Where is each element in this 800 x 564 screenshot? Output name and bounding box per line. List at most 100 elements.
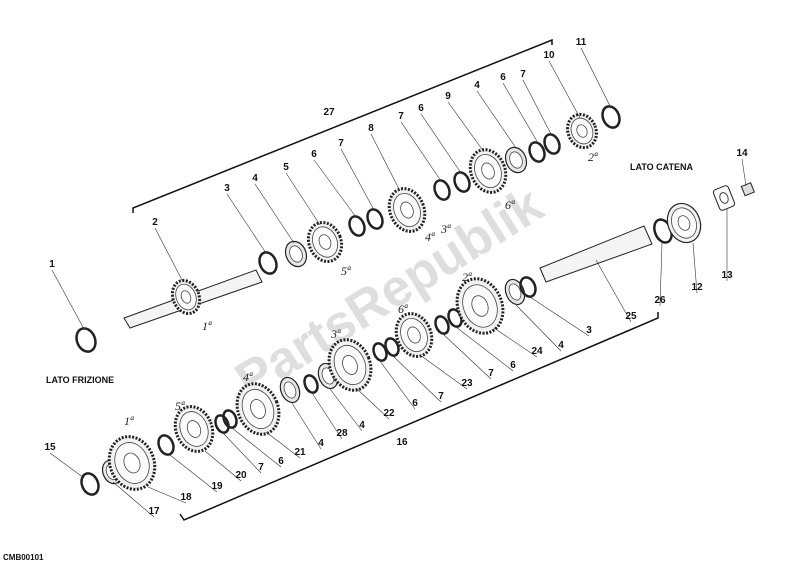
leader-line: [442, 333, 492, 380]
leader-line: [112, 481, 155, 518]
callout-number: 7: [520, 69, 526, 80]
callout-number: 5: [283, 162, 289, 173]
leader-line: [659, 242, 663, 307]
callout-number: 7: [258, 462, 264, 473]
gear-ratio-mark: 5ª: [175, 399, 185, 413]
leader-line: [741, 158, 747, 187]
gear-ratio-mark: 6ª: [505, 198, 515, 212]
gear-ratio-mark: 2ª: [588, 150, 598, 164]
bracket-line-27: [132, 38, 553, 213]
callout-number: 21: [294, 447, 306, 458]
callout-number: 4: [474, 80, 480, 91]
callout-number: 26: [654, 295, 666, 306]
gear-ratio-mark: 1ª: [202, 319, 212, 333]
ring-part: [157, 434, 175, 456]
ring-part: [453, 171, 471, 193]
leader-line: [311, 392, 343, 440]
ring-part: [214, 414, 230, 434]
callout-number: 12: [691, 282, 703, 293]
bearing-part: [284, 240, 308, 268]
gear-part: [306, 221, 344, 263]
ring-part: [384, 337, 400, 357]
callout-number: 7: [398, 111, 404, 122]
leader-line: [476, 90, 517, 149]
gear-part: [566, 112, 598, 150]
bearing-part: [279, 376, 301, 404]
gear-part: [170, 279, 202, 315]
callout-number: 7: [438, 391, 444, 402]
callout-number: 17: [148, 506, 160, 517]
ring-part: [366, 208, 384, 230]
leader-line: [154, 227, 184, 283]
leader-line: [515, 304, 562, 352]
callout-number: 7: [488, 368, 494, 379]
ring-part: [75, 327, 97, 353]
callout-number: 4: [318, 438, 324, 449]
leader-line: [329, 388, 363, 432]
leader-line: [226, 193, 267, 254]
leader-line: [265, 431, 301, 459]
ring-part: [303, 374, 319, 394]
leader-line: [529, 296, 590, 337]
callout-number: 6: [500, 72, 506, 83]
leader-line: [595, 259, 632, 323]
leader-line: [204, 450, 242, 482]
leader-line: [147, 486, 187, 504]
ring-part: [434, 315, 450, 335]
leader-line: [522, 79, 553, 137]
callout-number: 6: [510, 360, 516, 371]
gear-ratio-mark: 4ª: [243, 370, 253, 384]
gear-part: [235, 382, 281, 436]
callout-number: 27: [323, 107, 335, 118]
callout-number: 16: [396, 437, 408, 448]
callout-number: 1: [49, 259, 55, 270]
callout-number: 11: [576, 37, 587, 48]
callout-number: 18: [180, 492, 192, 503]
bearing-part: [504, 278, 526, 306]
bearing-part: [504, 146, 528, 174]
callout-number: 19: [211, 481, 223, 492]
callout-number: 24: [531, 346, 543, 357]
leader-line: [400, 121, 442, 182]
callout-number: 6: [418, 103, 424, 114]
callout-number: 14: [736, 148, 748, 159]
leader-line: [355, 387, 390, 420]
gear-ratio-mark: 2ª: [462, 270, 472, 284]
leader-line: [291, 402, 322, 450]
leader-line: [49, 452, 85, 479]
secondary-shaft: [539, 225, 653, 283]
leader-line: [231, 427, 282, 468]
callout-number: 4: [359, 420, 365, 431]
callout-number: 22: [383, 408, 395, 419]
plate-part: [712, 185, 736, 211]
leader-line: [169, 454, 218, 493]
leader-line: [379, 360, 416, 410]
gear-part: [394, 312, 434, 358]
callout-number: 6: [412, 398, 418, 409]
bolt-part: [740, 182, 756, 197]
callout-number: 6: [278, 456, 284, 467]
leader-line: [254, 183, 295, 244]
lato-frizione-label: LATO FRIZIONE: [46, 375, 114, 385]
leader-line: [370, 133, 401, 192]
lato-catena-label: LATO CATENA: [630, 162, 693, 172]
leader-line: [221, 431, 262, 474]
gear-ratio-mark: 3ª: [440, 222, 451, 236]
callout-number: 15: [44, 442, 56, 453]
leader-line: [502, 82, 539, 144]
gear-part: [107, 435, 157, 491]
leader-line: [455, 326, 514, 372]
callout-number: 23: [461, 378, 473, 389]
ring-part: [601, 105, 621, 129]
ring-part: [348, 215, 366, 237]
drawing-code: CMB00101: [3, 553, 44, 562]
leader-line: [392, 355, 442, 403]
gear-part: [327, 338, 373, 392]
callout-number: 13: [721, 270, 733, 281]
leader-line: [493, 327, 538, 358]
callout-number: 25: [625, 311, 637, 322]
callout-number: 2: [152, 217, 158, 228]
leader-line: [580, 47, 612, 109]
leader-line: [340, 148, 375, 211]
